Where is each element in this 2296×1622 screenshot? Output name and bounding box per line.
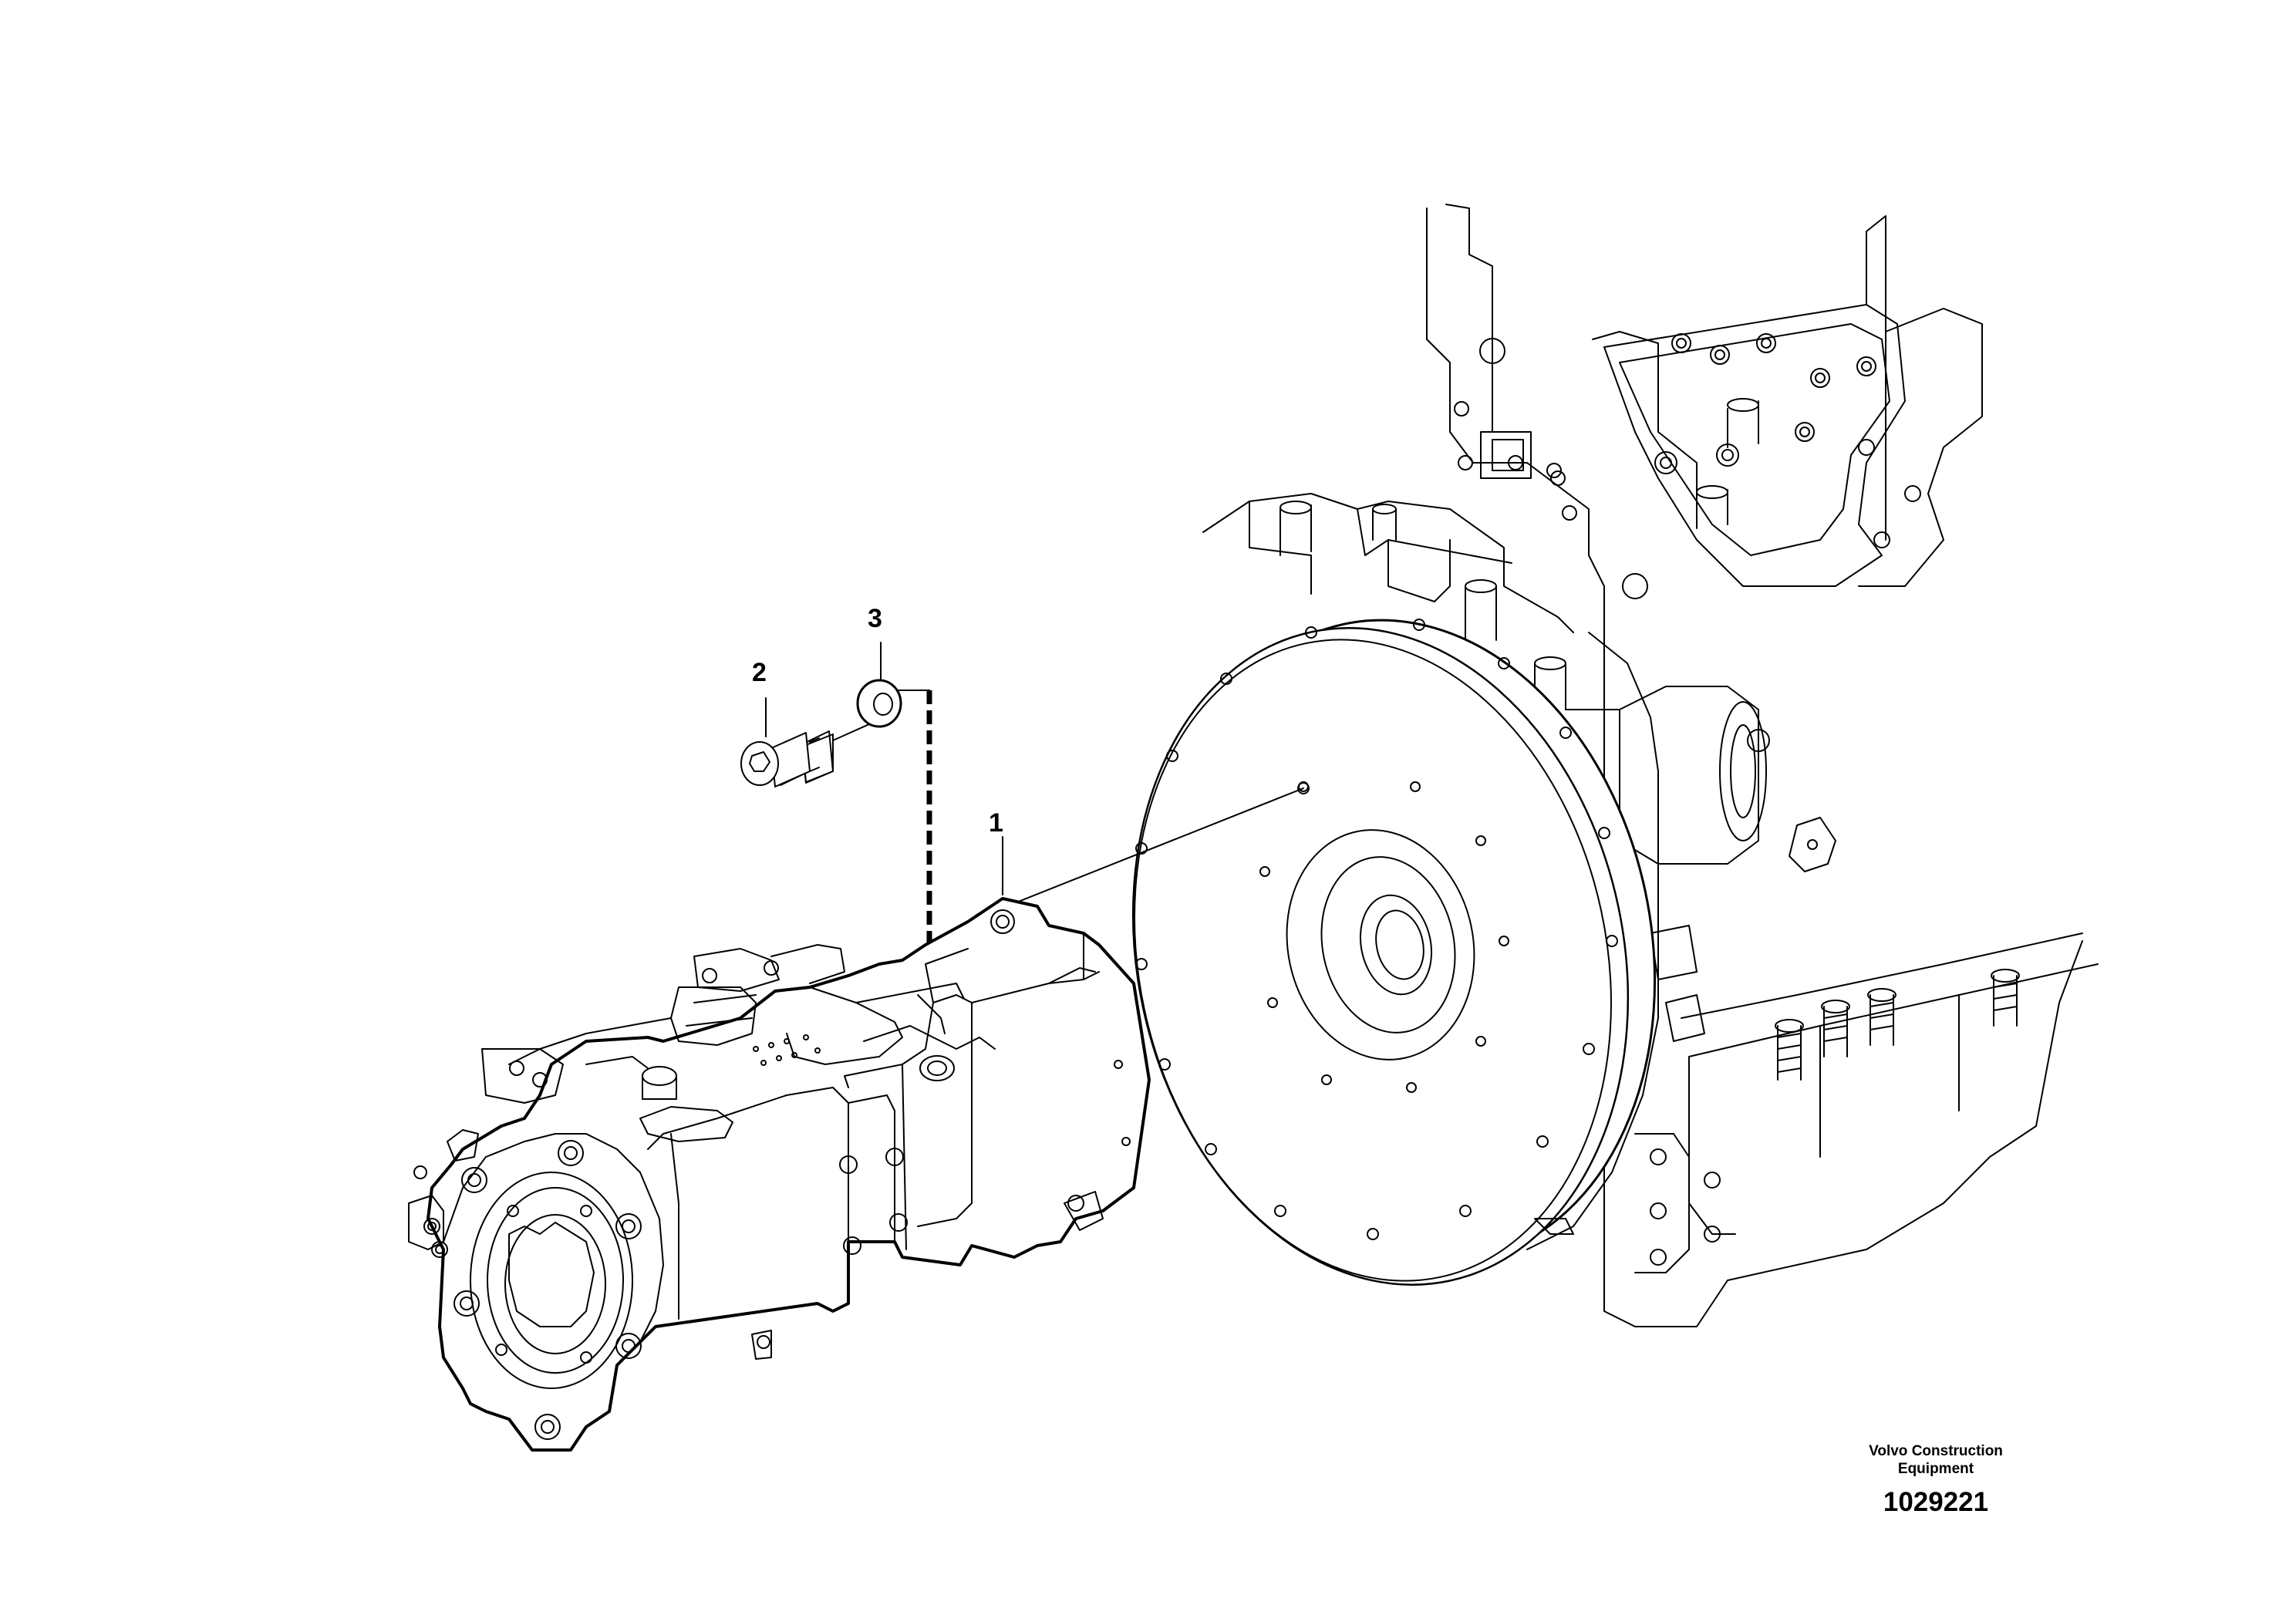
hydraulic-pump-icon <box>408 897 1151 1452</box>
callout-1: 1 <box>989 808 1003 838</box>
manufacturer-line-2: Equipment <box>1897 1461 1974 1477</box>
flywheel-icon <box>1131 619 1659 1286</box>
manufacturer-line-1: Volvo Construction <box>1869 1443 2003 1459</box>
engine-block-icon <box>1202 204 2099 1327</box>
callout-3: 3 <box>868 604 882 633</box>
callout-2: 2 <box>752 658 767 687</box>
washer-icon <box>856 679 902 728</box>
document-number: 1029221 <box>1883 1487 1989 1517</box>
manufacturer-caption: Volvo Construction Equipment <box>1836 1442 2036 1478</box>
bolt-icon <box>740 730 834 787</box>
